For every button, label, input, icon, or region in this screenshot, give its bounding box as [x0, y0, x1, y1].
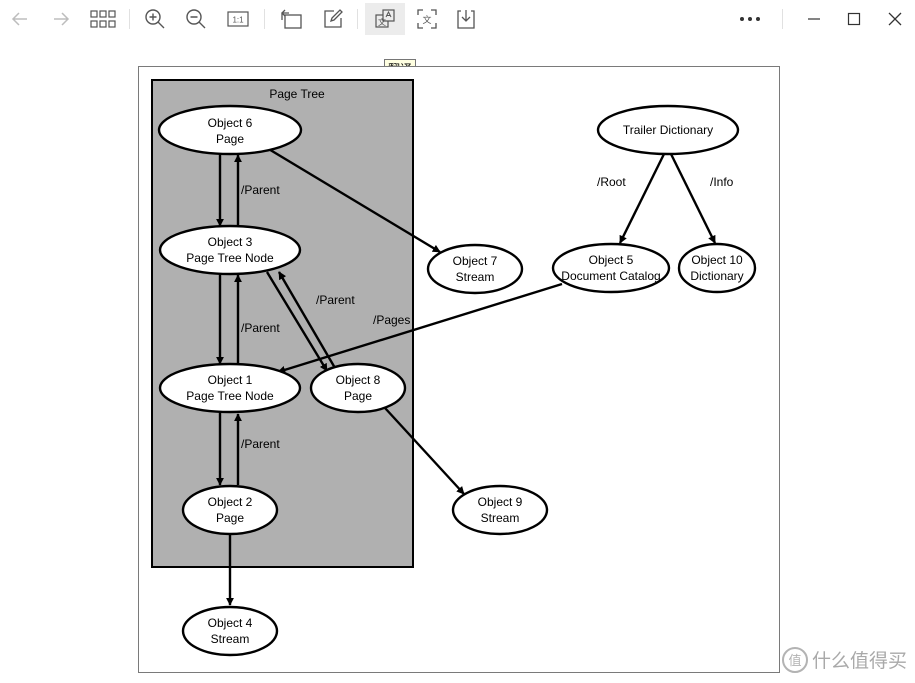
- edge-obj6-obj7: [266, 146, 441, 254]
- more-icon: [740, 17, 760, 21]
- node-label-line1: Object 10: [691, 253, 743, 267]
- node-label-line1: Object 9: [478, 495, 523, 509]
- edge-label-parent: /Parent: [241, 437, 280, 451]
- text-extract-icon: 文: [417, 9, 437, 29]
- node-object-6: Object 6 Page: [157, 104, 303, 156]
- node-label-line2: Stream: [456, 270, 495, 284]
- node-object-10: Object 10 Dictionary: [677, 242, 757, 294]
- node-object-7: Object 7 Stream: [426, 243, 524, 295]
- node-label-line2: Dictionary: [690, 269, 743, 283]
- thumbnails-button[interactable]: [86, 3, 120, 35]
- page-tree-box: [151, 79, 414, 568]
- node-label-line2: Page: [216, 511, 244, 525]
- edge-obj8-obj9: [384, 407, 465, 495]
- zoom-out-icon: [186, 9, 206, 29]
- minimize-button[interactable]: [797, 3, 831, 35]
- node-label-line1: Trailer Dictionary: [623, 123, 713, 137]
- toolbar-divider: [129, 9, 130, 29]
- maximize-button[interactable]: [837, 3, 871, 35]
- watermark-logo-icon: 值: [781, 646, 808, 673]
- node-object-5: Object 5 Document Catalog: [551, 242, 671, 294]
- forward-button[interactable]: [44, 3, 78, 35]
- edge-obj5-obj1-pages: [277, 282, 563, 374]
- edge-label-parent: /Parent: [241, 183, 280, 197]
- node-object-3: Object 3 Page Tree Node: [158, 224, 302, 276]
- node-label-line2: Stream: [481, 511, 520, 525]
- edge-label-parent: /Parent: [316, 293, 355, 307]
- save-button[interactable]: [449, 3, 483, 35]
- node-label-line1: Object 7: [453, 254, 498, 268]
- node-label-line1: Object 4: [208, 616, 253, 630]
- edge-label-info: /Info: [710, 175, 734, 189]
- edit-icon: [324, 9, 343, 28]
- node-label-line1: Object 3: [208, 235, 253, 249]
- node-label-line2: Stream: [211, 632, 250, 646]
- watermark-text: 什么值得买: [811, 650, 907, 672]
- rotate-icon: [281, 9, 302, 29]
- node-object-8: Object 8 Page: [309, 362, 407, 414]
- zoom-in-icon: [145, 9, 165, 29]
- node-label-line2: Page Tree Node: [186, 389, 274, 403]
- viewer-toolbar: 1:1 文 文: [0, 0, 915, 38]
- node-label-line1: Object 2: [208, 495, 253, 509]
- translate-icon: 文: [375, 9, 395, 28]
- edge-label-pages: /Pages: [373, 313, 410, 327]
- arrow-right-icon: [54, 12, 70, 26]
- close-button[interactable]: [878, 3, 912, 35]
- watermark: 值 什么值得买: [781, 646, 907, 673]
- maximize-icon: [847, 12, 861, 26]
- node-label-line2: Page Tree Node: [186, 251, 274, 265]
- node-object-1: Object 1 Page Tree Node: [158, 362, 302, 414]
- edge-trailer-obj10-info: [669, 153, 717, 244]
- edge-obj8-obj3-parent: [277, 271, 337, 369]
- grid-icon: [90, 10, 116, 28]
- actual-size-icon: 1:1: [227, 11, 249, 27]
- ocr-glyph: 文: [422, 14, 431, 25]
- actual-size-button[interactable]: 1:1: [221, 3, 255, 35]
- zoom-in-button[interactable]: [138, 3, 172, 35]
- back-button[interactable]: [3, 3, 37, 35]
- node-object-4: Object 4 Stream: [181, 605, 279, 657]
- toolbar-divider: [357, 9, 358, 29]
- edge-label-parent: /Parent: [241, 321, 280, 335]
- more-button[interactable]: [733, 3, 767, 35]
- node-trailer-dictionary: Trailer Dictionary: [596, 104, 740, 156]
- page-tree-label: Page Tree: [269, 87, 325, 101]
- arrow-left-icon: [11, 12, 27, 26]
- translate-button[interactable]: 文: [365, 3, 405, 35]
- toolbar-divider: [264, 9, 265, 29]
- minimize-icon: [808, 18, 820, 20]
- actual-size-label: 1:1: [232, 16, 244, 25]
- download-icon: [457, 10, 475, 29]
- node-label-line1: Object 1: [208, 373, 253, 387]
- edge-label-root: /Root: [597, 175, 626, 189]
- node-label-line1: Object 5: [589, 253, 634, 267]
- node-label-line1: Object 8: [336, 373, 381, 387]
- node-label-line2: Page: [344, 389, 372, 403]
- ocr-button[interactable]: 文: [410, 3, 444, 35]
- node-label-line2: Page: [216, 132, 244, 146]
- node-label-line1: Object 6: [208, 116, 253, 130]
- toolbar-divider: [782, 9, 783, 29]
- node-object-9: Object 9 Stream: [451, 484, 549, 536]
- edge-trailer-obj5-root: [618, 153, 666, 244]
- translate-glyph: 文: [378, 17, 386, 27]
- close-icon: [888, 12, 902, 26]
- node-label-line2: Document Catalog: [561, 269, 660, 283]
- rotate-button[interactable]: [274, 3, 308, 35]
- zoom-out-button[interactable]: [179, 3, 213, 35]
- edit-button[interactable]: [316, 3, 350, 35]
- edge-obj3-obj8: [265, 271, 329, 372]
- node-object-2: Object 2 Page: [181, 484, 279, 536]
